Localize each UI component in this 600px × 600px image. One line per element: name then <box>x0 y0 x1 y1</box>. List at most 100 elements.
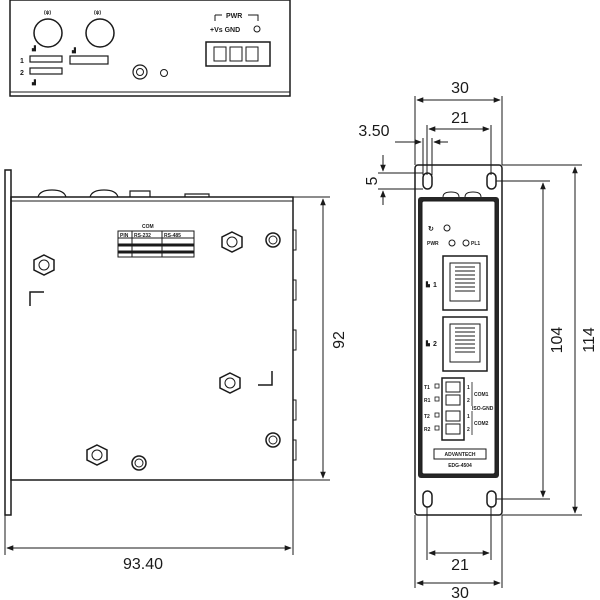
top-port-2 <box>29 67 63 75</box>
terminal-led-r1 <box>434 396 440 402</box>
top-view-outline <box>9 0 291 97</box>
port-icon: ▟ <box>31 45 36 52</box>
dim-inner-height: 104 <box>549 327 566 354</box>
hex-screw-1 <box>33 254 55 276</box>
com2-label: COM2 <box>474 421 489 427</box>
com-header-pin: PIN <box>120 233 129 239</box>
lan-port-label-2: 2 <box>433 341 437 348</box>
side-flange <box>4 169 12 516</box>
serial-terminal-4 <box>445 423 461 435</box>
hex-screw-2 <box>221 231 243 253</box>
antenna-icon-2: (ψ) <box>94 10 101 16</box>
corner-mark-1 <box>29 291 44 306</box>
reset-knob-inner <box>136 68 144 76</box>
dim-outer-height: 114 <box>581 327 598 353</box>
side-view: COM PIN RS-232 RS-485 <box>4 169 348 573</box>
side-bump-3 <box>129 190 151 197</box>
mount-hole-bottom-right <box>486 490 497 508</box>
dim-front-hole-span-top: 21 <box>451 110 469 127</box>
antenna-icon-1: (ψ) <box>44 10 51 16</box>
power-pins-label: +Vs GND <box>210 27 240 34</box>
com-header-rs485: RS-485 <box>164 233 181 239</box>
terminal-label-r1: R1 <box>424 398 431 404</box>
terminal-label-t1: T1 <box>424 385 430 391</box>
mount-hole-bottom-left <box>422 490 433 508</box>
brand-label: ADVANTECH <box>444 452 475 458</box>
com-table-title: COM <box>142 224 154 230</box>
terminal-label-t2: T2 <box>424 414 430 420</box>
power-terminal-block <box>205 41 271 67</box>
terminal-number-1: 1 <box>467 385 470 391</box>
slot-icon: ▟ <box>71 47 76 54</box>
top-row-label-2: 2 <box>20 70 24 77</box>
hex-screw-4 <box>86 444 108 466</box>
serial-terminal-2 <box>445 394 461 406</box>
side-bump-4 <box>184 193 210 197</box>
side-right-notches <box>293 229 297 461</box>
ethernet-port-1 <box>442 255 488 311</box>
power-bracket <box>214 14 259 21</box>
power-ground-icon <box>253 25 261 33</box>
corner-mark-2 <box>258 371 273 386</box>
mount-hole-top-right <box>486 172 497 190</box>
com-header-rs232: RS-232 <box>134 233 151 239</box>
power-terminal-2 <box>229 46 243 62</box>
dim-slot-height: 5 <box>364 176 381 185</box>
status-led-top <box>443 224 451 232</box>
serial-terminal-1 <box>445 381 461 393</box>
side-bump-1 <box>37 189 67 198</box>
model-label: EDG-4504 <box>448 463 472 469</box>
serial-terminal-block <box>441 377 465 441</box>
top-port-1 <box>29 55 63 63</box>
dim-side-height: 92 <box>331 331 348 349</box>
power-label: PWR <box>226 13 242 20</box>
round-screw-2 <box>265 432 281 448</box>
dim-front-width-top: 30 <box>451 80 469 97</box>
antenna-connector-2 <box>85 18 115 48</box>
antenna-connector-1 <box>33 18 63 48</box>
brand-plate <box>433 448 487 460</box>
serial-terminal-3 <box>445 410 461 422</box>
terminal-led-t1 <box>434 383 440 389</box>
mount-hole-top-left <box>422 172 433 190</box>
pl1-led-label: PL1 <box>471 241 480 247</box>
reset-icon: ↻ <box>428 226 434 233</box>
lan-icon-1: ▙ <box>425 281 430 288</box>
dim-slot-width: 3.50 <box>358 123 389 140</box>
front-mounting-plate <box>414 164 503 516</box>
front-panel-inner <box>421 200 496 475</box>
pwr-led <box>448 239 456 247</box>
reset-knob <box>132 64 148 80</box>
round-screw-3 <box>131 455 147 471</box>
lan-icon-2: ▙ <box>425 340 430 347</box>
power-terminal-1 <box>213 46 227 62</box>
top-row-label-1: 1 <box>20 58 24 65</box>
terminal-number-4: 2 <box>467 427 470 433</box>
terminal-number-3: 1 <box>467 414 470 420</box>
power-terminal-3 <box>245 46 259 62</box>
terminal-label-r2: R2 <box>424 427 431 433</box>
dim-front-width-bottom: 30 <box>451 585 469 600</box>
pl1-led <box>462 239 470 247</box>
hex-screw-3 <box>219 372 241 394</box>
iso-gnd-label: ISO-GND <box>472 406 494 412</box>
lan-port-label-1: 1 <box>433 282 437 289</box>
com1-label: COM1 <box>474 392 489 398</box>
round-screw-1 <box>265 232 281 248</box>
ethernet-port-2 <box>442 316 488 372</box>
ground-icon <box>160 69 168 77</box>
terminal-led-r2 <box>434 425 440 431</box>
terminal-led-t2 <box>434 412 440 418</box>
sim-slot <box>69 55 109 65</box>
port-icon-2: ▟ <box>31 79 36 86</box>
front-view: ↻ PWR PL1 ▙ 1 ▙ 2 T1 R1 T2 R2 <box>358 80 598 600</box>
pwr-led-label: PWR <box>427 241 439 247</box>
side-bump-2 <box>89 189 119 198</box>
side-body <box>10 196 294 481</box>
terminal-number-2: 2 <box>467 398 470 404</box>
dim-front-hole-span-bottom: 21 <box>451 557 469 574</box>
dim-side-width: 93.40 <box>123 556 163 573</box>
front-top-bumps <box>442 191 482 198</box>
top-view: (ψ) (ψ) ▟ 1 2 ▟ ▟ PWR +Vs GND <box>9 0 291 97</box>
